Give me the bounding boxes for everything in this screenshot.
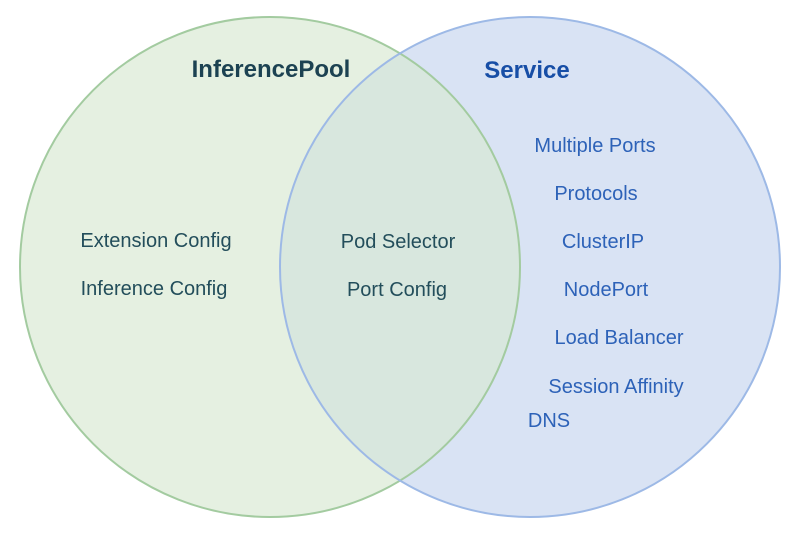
service-item-dns: DNS: [527, 410, 571, 432]
service-item-protocols: Protocols: [554, 183, 638, 205]
service-circle-outline: [279, 16, 781, 518]
service-item-session-affinity: Session Affinity: [548, 376, 684, 398]
service-item-nodeport: NodePort: [563, 279, 649, 301]
inferencepool-title: InferencePool: [191, 56, 351, 83]
service-title: Service: [484, 57, 570, 84]
inferencepool-circle-outline: [19, 16, 521, 518]
intersection-item-pod-selector: Pod Selector: [340, 231, 456, 253]
service-item-load-balancer: Load Balancer: [554, 327, 684, 349]
intersection-item-port-config: Port Config: [346, 279, 448, 301]
service-item-multiple-ports: Multiple Ports: [534, 135, 656, 157]
inferencepool-item-inference-config: Inference Config: [80, 278, 228, 300]
service-item-clusterip: ClusterIP: [561, 231, 645, 253]
inferencepool-item-extension-config: Extension Config: [80, 230, 232, 252]
overlap-region: [280, 17, 520, 517]
